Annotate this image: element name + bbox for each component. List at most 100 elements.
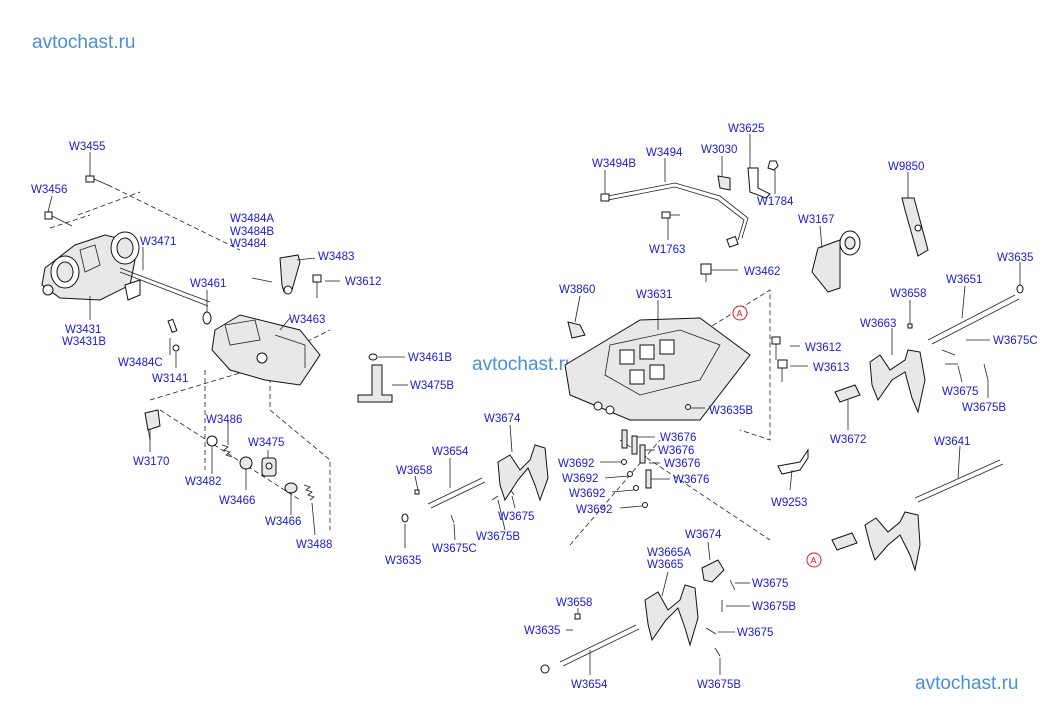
label-w3675-bottom-b: W3675 — [737, 627, 773, 639]
ball-w3658-bottom — [574, 613, 581, 620]
shift-control-group — [41, 175, 393, 530]
label-w3654-middle: W3654 — [432, 446, 469, 458]
spring-w3486 — [221, 444, 233, 458]
label-w3692-b: W3692 — [562, 473, 598, 485]
rail-w3654-middle — [427, 477, 483, 505]
washer-w3482 — [206, 435, 218, 447]
label-w3466-a: W3466 — [219, 495, 255, 507]
cable-end-w3494b — [600, 193, 610, 202]
label-w3482: W3482 — [185, 476, 221, 488]
plug-w3466-b — [284, 482, 298, 494]
pin-w3675c-right — [941, 349, 956, 356]
cap-w3635-middle — [401, 513, 409, 523]
watermark-center: avtochast.ru — [472, 354, 576, 375]
bolt-w3612-left — [312, 274, 322, 298]
label-w3461: W3461 — [190, 278, 226, 290]
label-w3692-c: W3692 — [569, 488, 605, 500]
cable-group — [600, 160, 929, 293]
cable-w3494 — [607, 182, 749, 239]
label-w3455: W3455 — [69, 141, 105, 153]
pin-w3141 — [172, 344, 180, 352]
label-w3676-a: W3676 — [660, 432, 696, 444]
label-w3612-center: W3612 — [805, 342, 841, 354]
shift-cover-housing — [564, 317, 751, 421]
label-w3675b-middle: W3675B — [476, 531, 520, 543]
label-w3692-a: W3692 — [558, 458, 594, 470]
label-w3461b: W3461B — [408, 352, 452, 364]
pin-w3675c-middle — [450, 514, 455, 524]
label-w3676-d: W3676 — [673, 474, 709, 486]
label-w3612-left: W3612 — [345, 276, 381, 288]
label-w3030: W3030 — [701, 144, 737, 156]
label-w3651: W3651 — [946, 274, 982, 286]
sensor-w3860 — [567, 321, 586, 339]
label-w3613: W3613 — [813, 362, 849, 374]
label-w3641: W3641 — [934, 436, 970, 448]
nut-w1784 — [767, 160, 779, 171]
watermark-top-left: avtochast.ru — [32, 32, 136, 53]
fork-w3665 — [644, 584, 699, 647]
sleeve-lower — [831, 532, 858, 551]
rail-w3654-bottom — [559, 624, 637, 663]
fork-lower-right — [864, 511, 921, 572]
pin-w3484 — [251, 277, 273, 283]
label-w3658-bottom: W3658 — [556, 597, 592, 609]
bolt-w3613 — [777, 359, 788, 382]
fork-w3663 — [869, 349, 926, 414]
pin-w3675b-bottom-b — [714, 647, 721, 657]
balls-w3692 — [621, 459, 648, 508]
bolt-w1763 — [661, 211, 680, 219]
label-w1784: W1784 — [757, 196, 794, 208]
block-w3674-bottom — [701, 559, 725, 583]
label-w3494b: W3494B — [592, 158, 636, 170]
cap-w3635-bottom — [540, 664, 550, 674]
label-w3431b: W3431B — [62, 336, 106, 348]
label-w3675-bottom-a: W3675 — [752, 578, 788, 590]
rail-w3651 — [927, 294, 1016, 341]
rail-group-lower: A — [806, 459, 1004, 572]
rail-group-upper: A — [732, 284, 1024, 475]
label-w3675b-bottom-b: W3675B — [697, 679, 741, 691]
bolt-w3612-center — [771, 336, 781, 360]
label-w3170: W3170 — [133, 456, 169, 468]
label-w3658-middle: W3658 — [396, 465, 432, 477]
label-w9253: W9253 — [771, 497, 807, 509]
pin-w3675-bottom-a — [729, 579, 736, 591]
shift-control-housing — [41, 231, 140, 301]
label-w3675-right: W3675 — [942, 386, 978, 398]
ball-w3658-middle — [414, 489, 420, 495]
label-w3675-middle: W3675 — [498, 511, 534, 523]
label-w3466-b: W3466 — [265, 516, 301, 528]
label-w9850: W9850 — [888, 161, 924, 173]
label-w3167: W3167 — [798, 214, 834, 226]
label-w3475: W3475 — [248, 437, 284, 449]
fork-w3674-middle — [497, 444, 549, 502]
ball-w3658-right — [907, 323, 913, 329]
label-w3462: W3462 — [744, 266, 780, 278]
ref-marker-bottom — [806, 552, 822, 568]
pin-w3675b-right — [983, 363, 989, 381]
label-w3463: W3463 — [289, 314, 325, 326]
label-w3484b: W3484B — [230, 226, 274, 238]
spring-w3488 — [303, 484, 315, 501]
ref-marker-top-text: A — [737, 309, 743, 319]
label-w3484c: W3484C — [118, 357, 163, 369]
label-w3484a: W3484A — [230, 213, 274, 225]
lever-w3475b — [357, 364, 393, 403]
label-w3658-right: W3658 — [890, 288, 926, 300]
leader-lines — [47, 134, 1021, 675]
label-w3675c-middle: W3675C — [432, 543, 477, 555]
label-w3635-right: W3635 — [997, 252, 1033, 264]
label-w3672: W3672 — [830, 434, 866, 446]
label-w3483: W3483 — [318, 251, 354, 263]
springs-w3676 — [621, 429, 652, 489]
shift-cover-group — [564, 263, 788, 546]
label-w3494: W3494 — [646, 147, 683, 159]
label-w3676-c: W3676 — [664, 458, 700, 470]
label-w3676-b: W3676 — [658, 445, 694, 457]
rail-w3641 — [914, 459, 1001, 499]
plug-w3466-a — [239, 456, 253, 470]
label-w3635b: W3635B — [709, 405, 753, 417]
